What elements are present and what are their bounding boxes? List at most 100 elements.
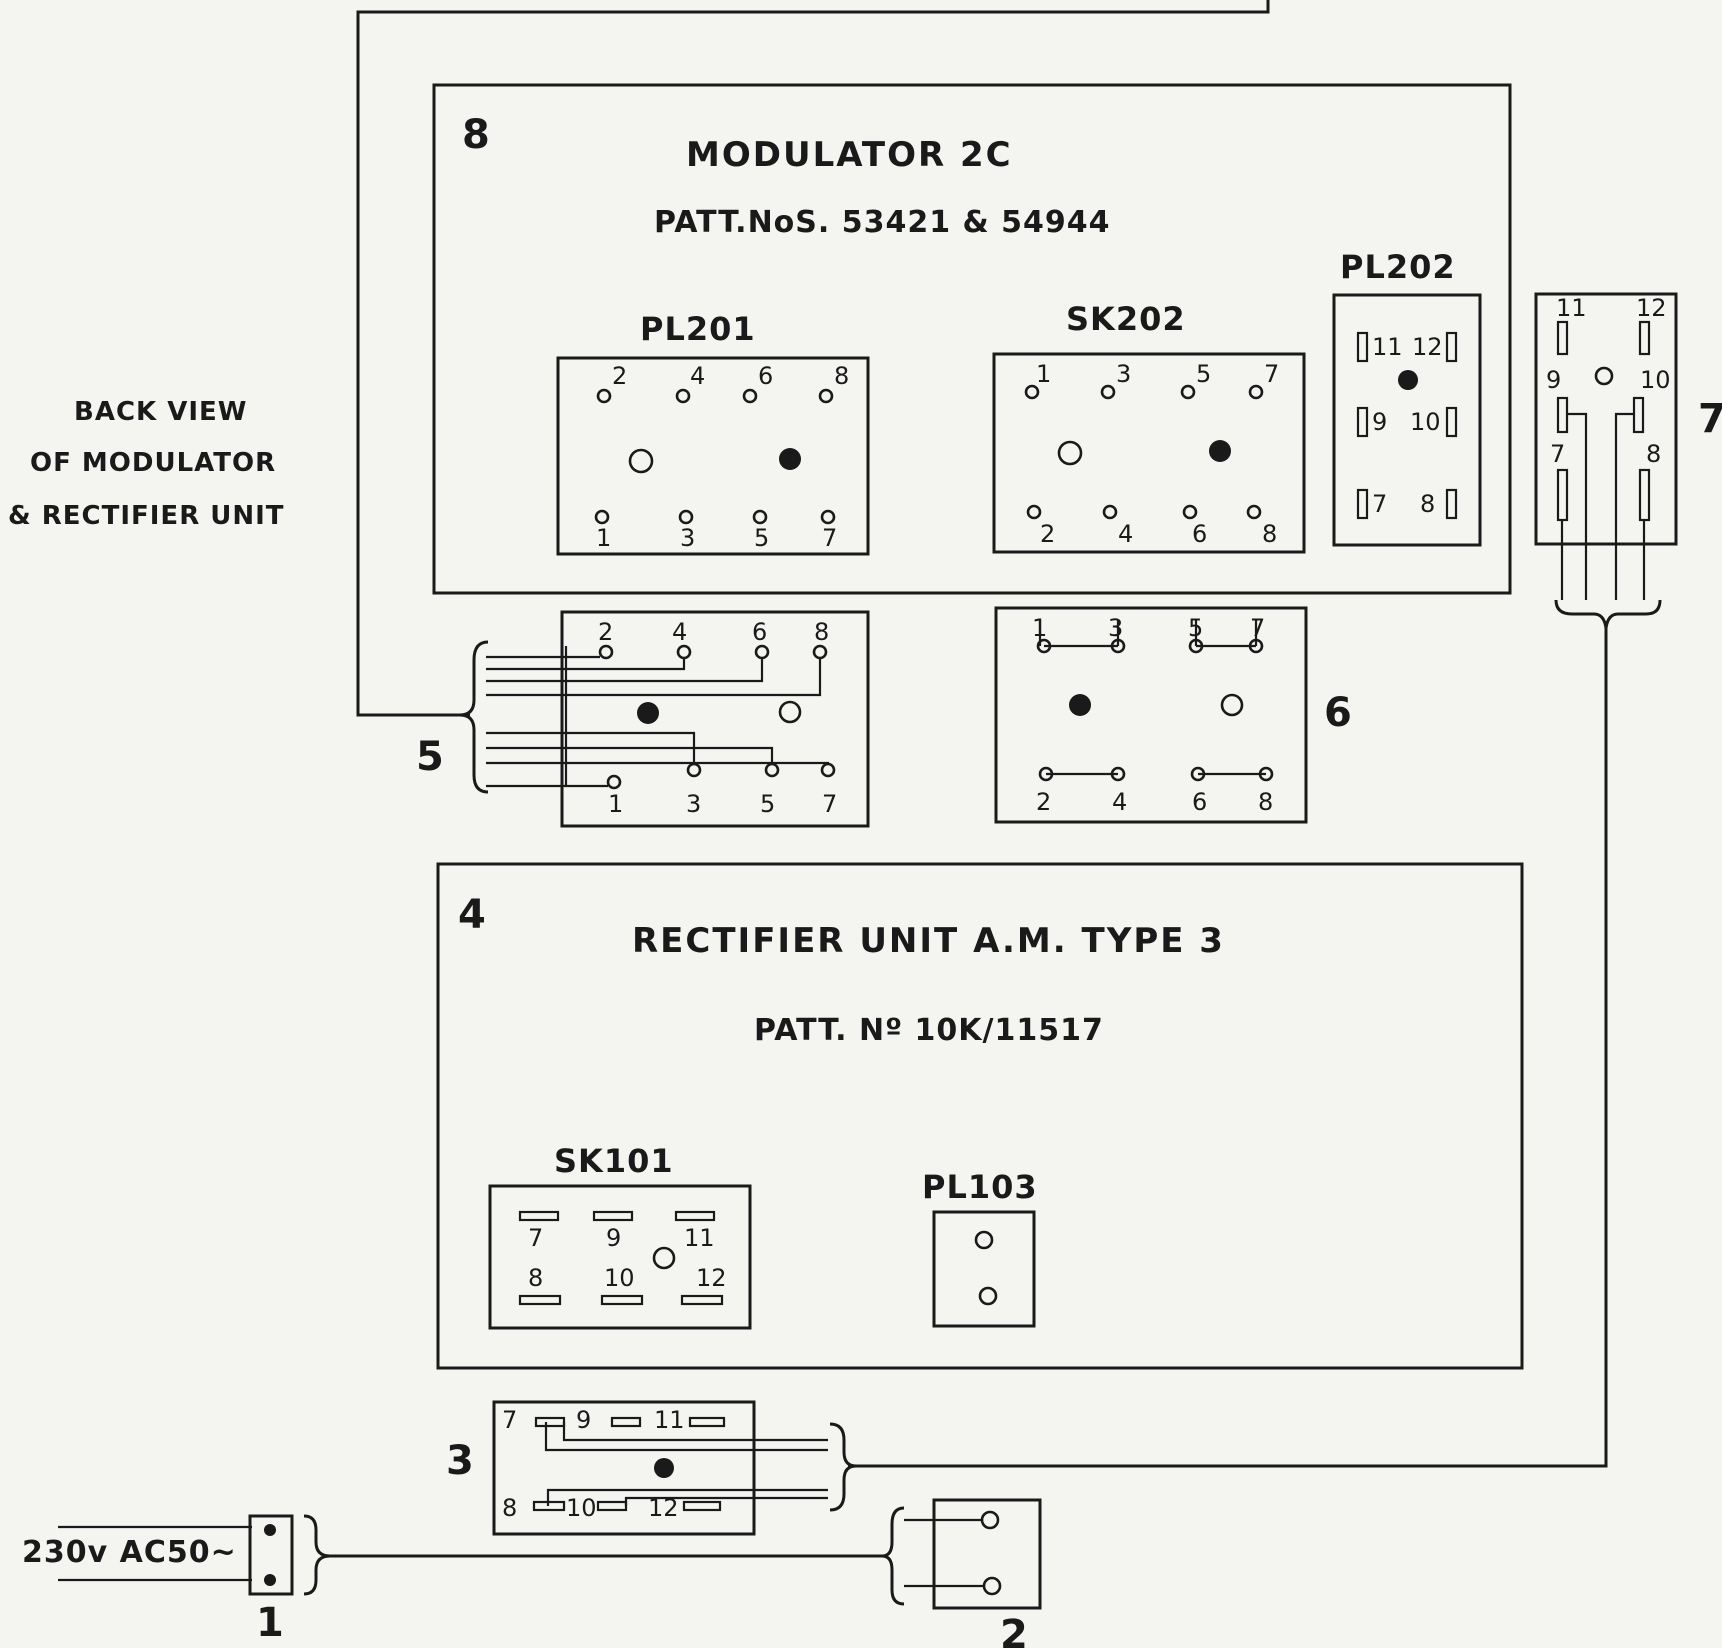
- plug3-pin-label: 11: [654, 1406, 685, 1434]
- sk202-pin: [1248, 384, 1264, 400]
- pl202-connector: PL202 11 12 9 10 7 8: [1332, 248, 1482, 547]
- back-view-line-2: OF MODULATOR: [30, 448, 276, 478]
- plug3-pin-label: 10: [566, 1494, 597, 1522]
- plug3-wiring: [544, 1422, 857, 1512]
- plug3-pin: [534, 1416, 566, 1428]
- plug7-wiring: [1554, 412, 1662, 629]
- back-view-caption: BACK VIEW OF MODULATOR & RECTIFIER UNIT: [8, 397, 284, 531]
- pl201-pin-label: 7: [822, 524, 837, 552]
- sk202-pin-label: 3: [1116, 360, 1131, 388]
- plug6-pin-label: 8: [1258, 788, 1273, 816]
- plug7-pin: [1638, 320, 1651, 356]
- sk101-pin-label: 12: [696, 1264, 727, 1292]
- plug5-pin: [676, 644, 692, 660]
- sk101-pin-label: 8: [528, 1264, 543, 1292]
- plug7-pin: [1632, 396, 1645, 434]
- pl201-pin: [820, 509, 836, 525]
- pl202-pin-label: 10: [1410, 408, 1441, 436]
- pl201-pin: [678, 509, 694, 525]
- plug-7: 7 11 12 9 10 7 8: [1534, 292, 1722, 629]
- plug3-pin: [596, 1500, 628, 1512]
- pl202-pin: [1445, 488, 1458, 520]
- pl103-label: PL103: [922, 1168, 1038, 1206]
- plug2-pin: [980, 1510, 1000, 1530]
- pl201-pin: [742, 388, 758, 404]
- plug5-pin-label: 8: [814, 618, 829, 646]
- plug6-pin-label: 7: [1250, 614, 1265, 642]
- plug3-pin-label: 9: [576, 1406, 591, 1434]
- plug1-pin: [264, 1524, 276, 1536]
- pl103-pin: [978, 1286, 998, 1306]
- plug7-pin-label: 7: [1550, 440, 1565, 468]
- pl103-connector: PL103: [922, 1168, 1038, 1328]
- plug5-pin: [820, 762, 836, 778]
- rectifier-outline: [436, 862, 1524, 1370]
- pl202-pin-label: 12: [1412, 333, 1443, 361]
- plug5-pin-label: 3: [686, 790, 701, 818]
- plug7-pin: [1556, 320, 1569, 356]
- sk101-pin: [600, 1294, 644, 1306]
- pl201-pin: [675, 388, 691, 404]
- plug5-pin-label: 4: [672, 618, 687, 646]
- plug3-pin: [610, 1416, 642, 1428]
- pl201-pin: [752, 509, 768, 525]
- sk101-outline: [488, 1184, 752, 1330]
- plug7-pin: [1638, 468, 1651, 522]
- sk202-pin-label: 6: [1192, 520, 1207, 548]
- plug7-outline: [1534, 292, 1678, 546]
- plug7-pin-label: 10: [1640, 366, 1671, 394]
- sk101-pin-label: 7: [528, 1224, 543, 1252]
- plug6-pin-label: 2: [1036, 788, 1051, 816]
- pl201-locating-hole: [628, 448, 654, 474]
- plug7-pin: [1556, 468, 1569, 522]
- pl202-pin: [1356, 406, 1369, 438]
- pl201-pin: [594, 509, 610, 525]
- pl201-pin-label: 6: [758, 362, 773, 390]
- plug5-locating-hole: [778, 700, 802, 724]
- modulator-patt-number: PATT.NoS. 53421 & 54944: [654, 205, 1111, 240]
- sk202-pin-label: 7: [1264, 360, 1279, 388]
- plug-3: 3 7 9 11 8 10 12: [446, 1400, 857, 1536]
- pl201-key-dot: [779, 448, 801, 470]
- pl202-key-dot: [1398, 370, 1418, 390]
- pl202-pin-label: 8: [1420, 490, 1435, 518]
- plug5-brace: [459, 640, 489, 794]
- plug5-wiring: [459, 640, 830, 794]
- sk202-key-dot: [1209, 440, 1231, 462]
- pl202-pin: [1445, 331, 1458, 363]
- plug5-pin-label: 1: [608, 790, 623, 818]
- plug7-pin-label: 11: [1556, 294, 1587, 322]
- plug5-pin-label: 7: [822, 790, 837, 818]
- plug5-pin-label: 5: [760, 790, 775, 818]
- sk202-pin-label: 8: [1262, 520, 1277, 548]
- plug7-brace: [1554, 599, 1662, 629]
- pl202-pin: [1356, 488, 1369, 520]
- sk101-pin-label: 11: [684, 1224, 715, 1252]
- plug7-pin: [1556, 396, 1569, 434]
- pl202-pin-label: 11: [1372, 333, 1403, 361]
- rectifier-number: 4: [458, 892, 486, 938]
- cable-top-to-plug5: [356, 0, 1270, 717]
- plug6-outline: [994, 606, 1308, 824]
- sk202-pin: [1182, 504, 1198, 520]
- sk202-label: SK202: [1066, 300, 1186, 338]
- pl201-connector: PL201 2 4 6 8 1 3 5 7: [556, 310, 870, 556]
- sk202-pin: [1100, 384, 1116, 400]
- sk202-outline: [992, 352, 1306, 554]
- sk202-locating-hole: [1057, 440, 1083, 466]
- pl202-pin-label: 7: [1372, 490, 1387, 518]
- pl202-pin-label: 9: [1372, 408, 1387, 436]
- sk202-pin-label: 4: [1118, 520, 1133, 548]
- pl201-pin-label: 1: [596, 524, 611, 552]
- plug3-key-dot: [654, 1458, 674, 1478]
- plug1-pin: [264, 1574, 276, 1586]
- modulator-title: MODULATOR 2C: [686, 135, 1013, 175]
- sk202-pin: [1102, 504, 1118, 520]
- modulator-number: 8: [462, 112, 490, 158]
- plug3-brace: [829, 1422, 857, 1512]
- pl201-pin-label: 8: [834, 362, 849, 390]
- plug-2: 2: [881, 1498, 1042, 1648]
- plug5-pin: [754, 644, 770, 660]
- pl201-pin-label: 2: [612, 362, 627, 390]
